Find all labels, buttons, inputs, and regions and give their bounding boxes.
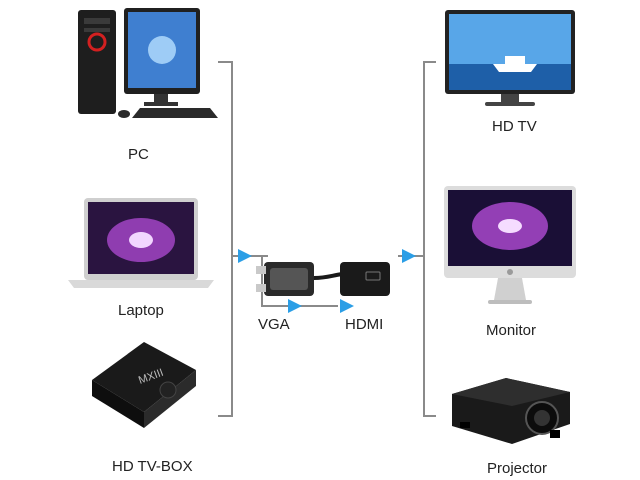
laptop-icon — [68, 198, 214, 288]
arrow-right-icon — [238, 249, 252, 263]
arrow-right-icon — [340, 299, 354, 313]
arrow-right-icon — [402, 249, 416, 263]
display-projector — [446, 374, 574, 452]
adapter-label-hdmi: HDMI — [345, 316, 384, 333]
hdtv-icon — [445, 10, 575, 106]
hdmi-box-icon — [340, 262, 390, 296]
source-laptop — [66, 196, 216, 292]
arrow-right-icon — [288, 299, 302, 313]
display-label-projector: Projector — [487, 460, 548, 477]
source-label-pc: PC — [128, 146, 149, 163]
source-label-laptop: Laptop — [118, 302, 164, 319]
source-tv-box: MXIII — [88, 336, 200, 434]
display-label-monitor: Monitor — [486, 322, 537, 339]
display-bracket — [423, 61, 436, 417]
source-bracket — [218, 61, 233, 417]
monitor-icon — [444, 186, 576, 304]
desktop-pc-icon — [78, 8, 218, 118]
vga-hdmi-adapter — [256, 262, 390, 296]
source-label-tv-box: HD TV-BOX — [112, 458, 193, 475]
display-hdtv — [443, 8, 577, 112]
source-pc — [72, 6, 222, 124]
tv-box-icon: MXIII — [92, 342, 196, 428]
display-label-hdtv: HD TV — [492, 118, 537, 135]
projector-icon — [452, 378, 570, 444]
display-monitor — [442, 184, 578, 310]
adapter-label-vga: VGA — [258, 316, 290, 333]
